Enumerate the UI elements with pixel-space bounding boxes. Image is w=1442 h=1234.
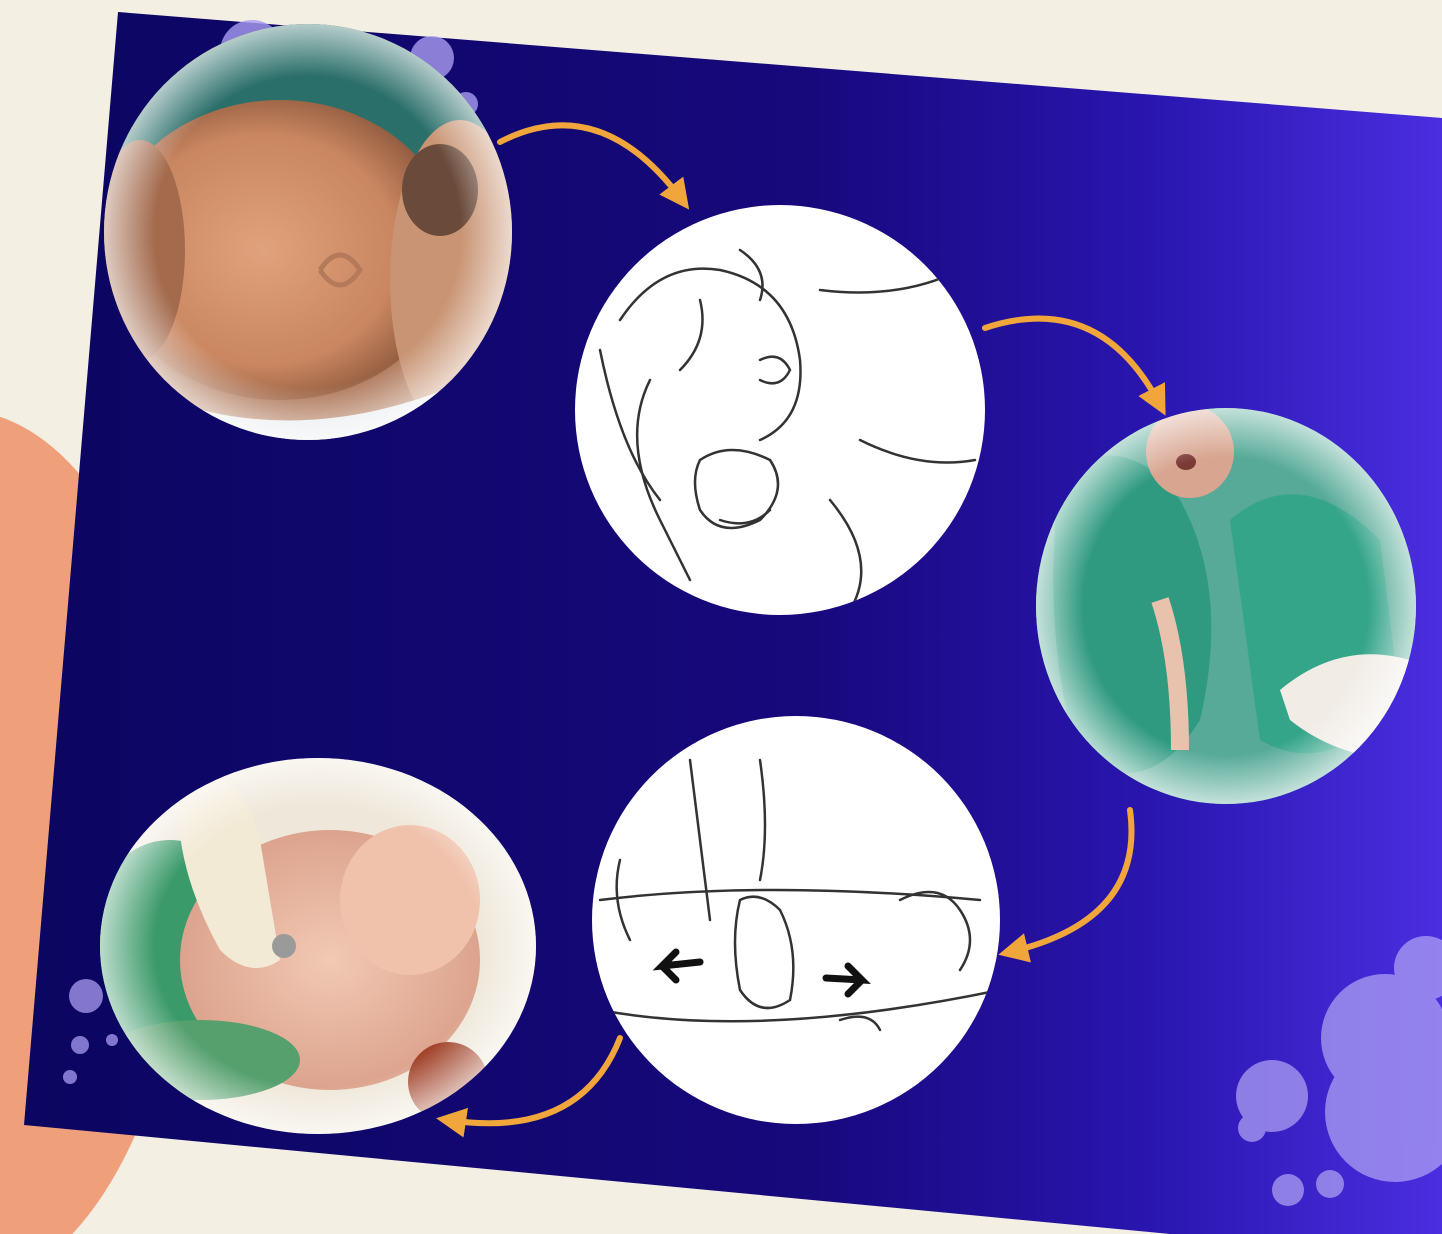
step-4-drawing [592,716,1000,1124]
step-2-drawing [575,205,985,615]
